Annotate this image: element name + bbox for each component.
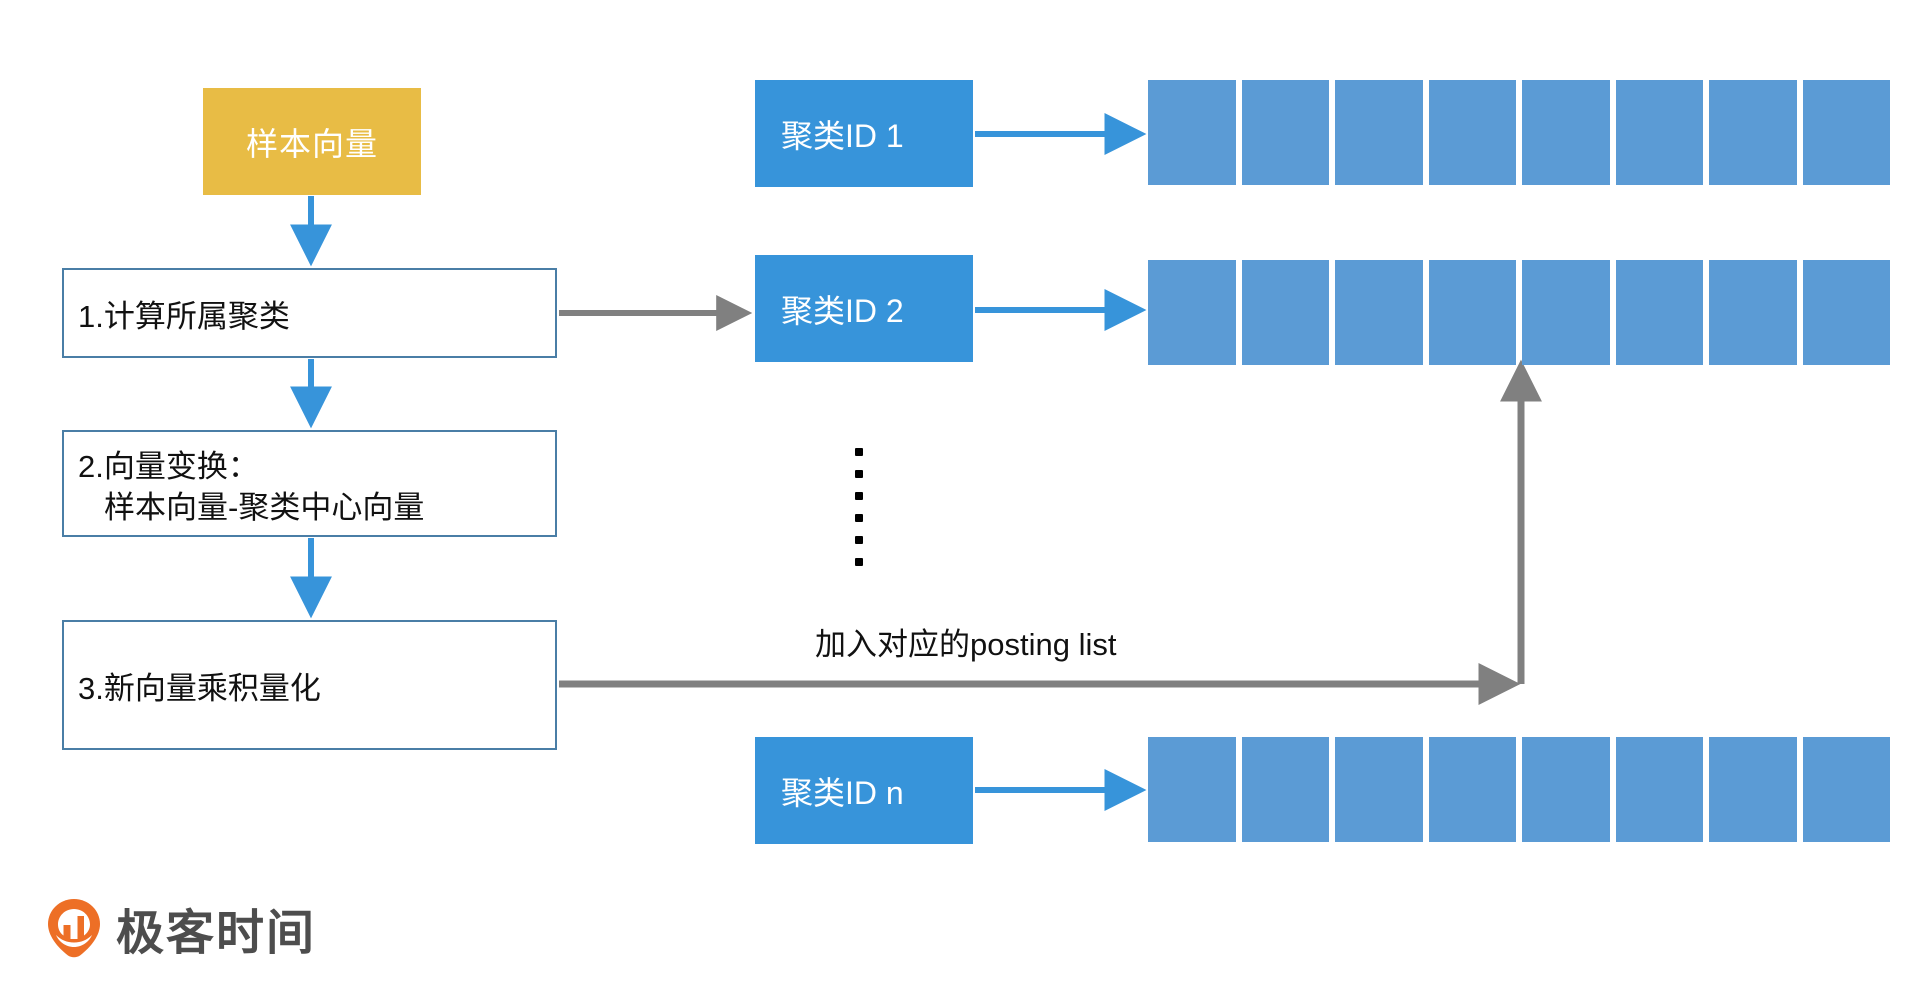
posting-list-join-label: 加入对应的posting list [815,627,1117,662]
step-2-label-line1: 2.向量变换： [78,449,259,484]
posting-list-cell [1522,260,1610,365]
posting-list-cell [1148,80,1236,185]
posting-list-cell [1335,737,1423,842]
ellipsis-dot [855,470,863,478]
ellipsis-dot [855,492,863,500]
ellipsis-dot [855,558,863,566]
posting-list-cell [1615,80,1703,185]
brand-logo: 极客时间 [46,893,316,963]
posting-list-cell [1335,80,1423,185]
posting-list-cell [1241,260,1329,365]
step-box-3: 3.新向量乘积量化 [62,620,557,750]
step-1-label: 1.计算所属聚类 [78,298,290,334]
vertical-ellipsis [855,448,863,566]
posting-list-cell [1802,260,1890,365]
step-2-label-line2: 样本向量-聚类中心向量 [104,490,425,526]
cluster-id-n-box: 聚类ID n [755,737,973,844]
posting-list-cell [1428,80,1516,185]
posting-list-1 [1148,80,1890,185]
posting-list-cell [1335,260,1423,365]
posting-list-cell [1802,80,1890,185]
geekbang-logo-icon [46,897,102,959]
posting-list-cell [1709,737,1797,842]
cluster-id-2-box: 聚类ID 2 [755,255,973,362]
ellipsis-dot [855,536,863,544]
posting-list-cell [1615,737,1703,842]
posting-list-cell [1709,260,1797,365]
posting-list-cell [1148,737,1236,842]
posting-list-cell [1615,260,1703,365]
posting-list-cell [1522,737,1610,842]
posting-list-cell [1802,737,1890,842]
posting-list-n [1148,737,1890,842]
posting-list-cell [1148,260,1236,365]
brand-name: 极客时间 [116,907,317,960]
posting-list-cell [1522,80,1610,185]
step-3-label: 3.新向量乘积量化 [78,670,321,706]
posting-list-cell [1428,260,1516,365]
sample-vector-box: 样本向量 [203,88,421,195]
posting-list-cell [1241,737,1329,842]
ellipsis-dot [855,514,863,522]
posting-list-2 [1148,260,1890,365]
step-box-2: 2.向量变换： 样本向量-聚类中心向量 [62,430,557,537]
cluster-id-1-box: 聚类ID 1 [755,80,973,187]
ellipsis-dot [855,448,863,456]
posting-list-cell [1709,80,1797,185]
posting-list-cell [1241,80,1329,185]
step-box-1: 1.计算所属聚类 [62,268,557,358]
posting-list-cell [1428,737,1516,842]
